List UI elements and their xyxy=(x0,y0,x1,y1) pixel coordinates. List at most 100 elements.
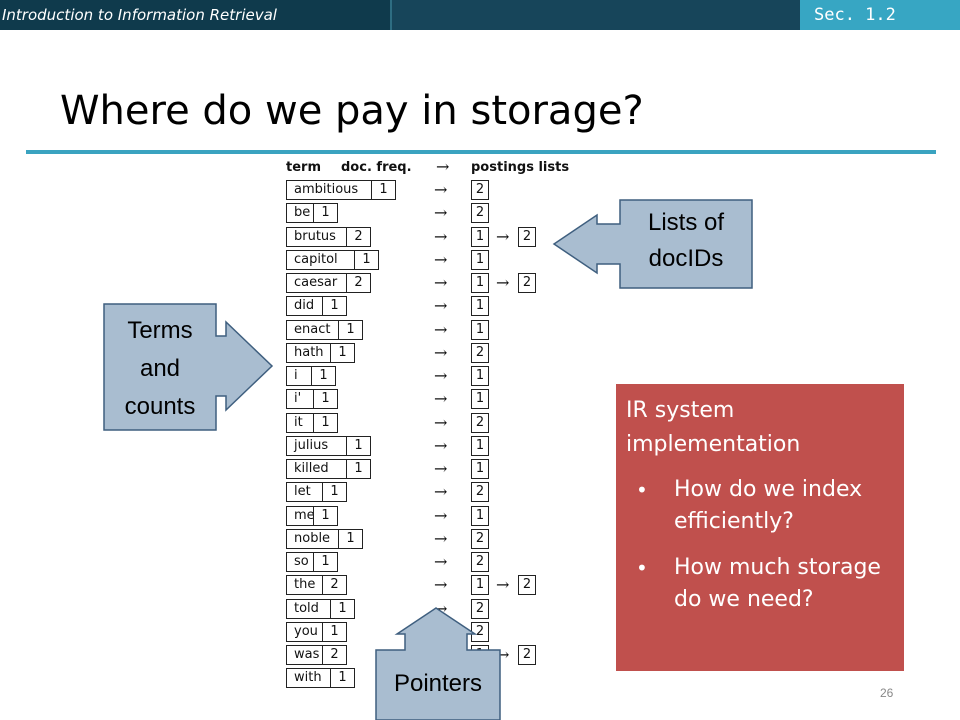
freq-cell: 1 xyxy=(311,366,336,386)
term-cell: capitol xyxy=(286,250,355,270)
page-number: 26 xyxy=(880,686,894,700)
info-bullet: •How do we index efficiently? xyxy=(636,474,902,538)
info-box-bullets: •How do we index efficiently? • How much … xyxy=(636,474,902,630)
pointer-arrow: → xyxy=(434,506,448,525)
freq-cell: 1 xyxy=(338,320,363,340)
freq-cell: 1 xyxy=(338,529,363,549)
freq-cell: 1 xyxy=(313,413,338,433)
posting-arrow: → xyxy=(496,273,510,292)
term-cell: you xyxy=(286,622,323,642)
terms-and-counts-callout xyxy=(103,303,274,431)
posting-cell: 1 xyxy=(471,366,489,386)
freq-cell: 1 xyxy=(322,482,347,502)
term-cell: so xyxy=(286,552,314,572)
term-cell: let xyxy=(286,482,323,502)
posting-cell: 2 xyxy=(471,482,489,502)
posting-cell: 1 xyxy=(471,436,489,456)
term-column-header: term xyxy=(286,160,321,175)
term-cell: i xyxy=(286,366,312,386)
term-cell: was xyxy=(286,645,323,665)
lists-of-docids-callout xyxy=(552,199,753,289)
header-bar: Introduction to Information Retrieval Se… xyxy=(0,0,960,30)
bullet-icon: • xyxy=(636,556,648,580)
freq-cell: 2 xyxy=(346,273,371,293)
info-bullet-text: How do we index efficiently? xyxy=(674,477,863,534)
posting-cell: 2 xyxy=(471,599,489,619)
posting-cell: 2 xyxy=(518,273,536,293)
posting-cell: 1 xyxy=(471,320,489,340)
posting-cell: 1 xyxy=(471,273,489,293)
freq-cell: 1 xyxy=(330,599,355,619)
posting-cell: 2 xyxy=(518,645,536,665)
pointer-arrow: → xyxy=(434,250,448,269)
posting-cell: 1 xyxy=(471,250,489,270)
term-cell: the xyxy=(286,575,323,595)
pointer-arrow: → xyxy=(434,459,448,478)
posting-cell: 2 xyxy=(518,575,536,595)
pointer-arrow: → xyxy=(434,482,448,501)
freq-cell: 2 xyxy=(322,575,347,595)
pointers-callout xyxy=(375,607,501,720)
term-cell: caesar xyxy=(286,273,347,293)
freq-cell: 1 xyxy=(330,668,355,688)
pointer-arrow: → xyxy=(434,273,448,292)
posting-cell: 2 xyxy=(471,343,489,363)
pointer-arrow: → xyxy=(434,575,448,594)
posting-cell: 1 xyxy=(471,575,489,595)
term-cell: killed xyxy=(286,459,347,479)
info-bullet-text: How much storage do we need? xyxy=(674,555,881,612)
term-cell: enact xyxy=(286,320,339,340)
pointers-label: Pointers xyxy=(393,670,483,697)
info-box: IR system implementation •How do we inde… xyxy=(616,384,904,671)
pointer-arrow: → xyxy=(434,203,448,222)
freq-cell: 1 xyxy=(322,296,347,316)
freq-cell: 1 xyxy=(313,552,338,572)
section-badge: Sec. 1.2 xyxy=(800,0,960,30)
postings-column-header: postings lists xyxy=(471,160,570,175)
freq-cell: 2 xyxy=(322,645,347,665)
pointer-arrow: → xyxy=(434,436,448,455)
pointer-arrow: → xyxy=(434,227,448,246)
term-cell: with xyxy=(286,668,331,688)
freq-cell: 1 xyxy=(322,622,347,642)
posting-cell: 1 xyxy=(471,506,489,526)
info-box-title: IR system implementation xyxy=(626,398,801,457)
posting-cell: 1 xyxy=(471,459,489,479)
posting-cell: 1 xyxy=(471,227,489,247)
table-row: i'1→1 xyxy=(0,389,960,411)
posting-cell: 2 xyxy=(518,227,536,247)
term-cell: julius xyxy=(286,436,347,456)
freq-cell: 1 xyxy=(346,436,371,456)
posting-arrow: → xyxy=(496,227,510,246)
term-cell: hath xyxy=(286,343,331,363)
term-cell: did xyxy=(286,296,323,316)
term-cell: brutus xyxy=(286,227,347,247)
pointer-arrow: → xyxy=(434,296,448,315)
freq-cell: 1 xyxy=(371,180,396,200)
posting-arrow: → xyxy=(496,575,510,594)
posting-cell: 2 xyxy=(471,552,489,572)
freq-cell: 2 xyxy=(346,227,371,247)
posting-cell: 1 xyxy=(471,389,489,409)
pointer-arrow: → xyxy=(434,180,448,199)
course-title: Introduction to Information Retrieval xyxy=(0,0,392,30)
posting-cell: 2 xyxy=(471,413,489,433)
pointer-arrow: → xyxy=(434,413,448,432)
